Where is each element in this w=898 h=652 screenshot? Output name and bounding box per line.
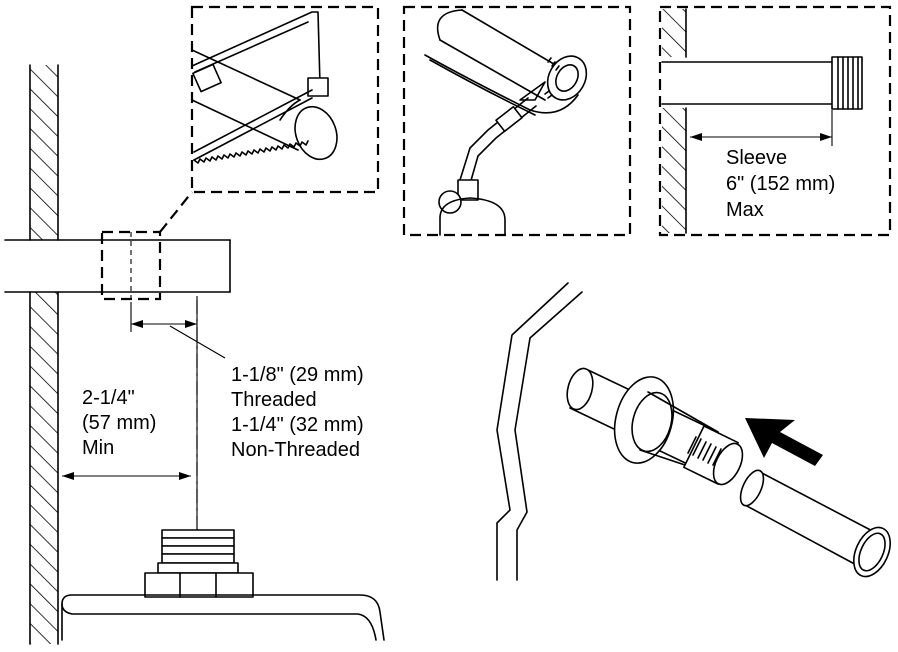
escutcheon-icon (566, 367, 744, 486)
pipe-sleeve-icon (661, 56, 863, 110)
hacksaw-icon (191, 11, 338, 164)
supply-pipe (4, 230, 231, 301)
hacksaw-detail (190, 5, 380, 194)
nonthreaded-size-label: 1-1/4" (32 mm) (231, 414, 364, 436)
sleeve-detail (658, 5, 892, 237)
threaded-size-label: 1-1/8" (29 mm) (231, 364, 364, 386)
sleeve-qualifier-label: Max (726, 199, 764, 221)
clearance-dimension (62, 472, 191, 480)
clearance-metric-label: (57 mm) (82, 412, 157, 434)
wall-section (29, 64, 59, 645)
nonthreaded-word-label: Non-Threaded (231, 439, 360, 461)
torch-detail (402, 5, 632, 237)
sleeve-word-label: Sleeve (726, 147, 788, 169)
detail-leader (159, 191, 193, 233)
clearance-fraction-label: 2-1/4" (82, 387, 135, 409)
wall-edge (496, 282, 583, 581)
sleeve-length-label: 6" (152 mm) (726, 173, 836, 195)
threaded-word-label: Threaded (231, 389, 317, 411)
valve-body (61, 529, 385, 641)
clearance-qualifier-label: Min (82, 437, 115, 459)
copper-tube (739, 469, 891, 578)
torch-icon (424, 9, 588, 236)
pipe-length-dimension (130, 296, 226, 520)
arrow-icon (745, 418, 823, 466)
